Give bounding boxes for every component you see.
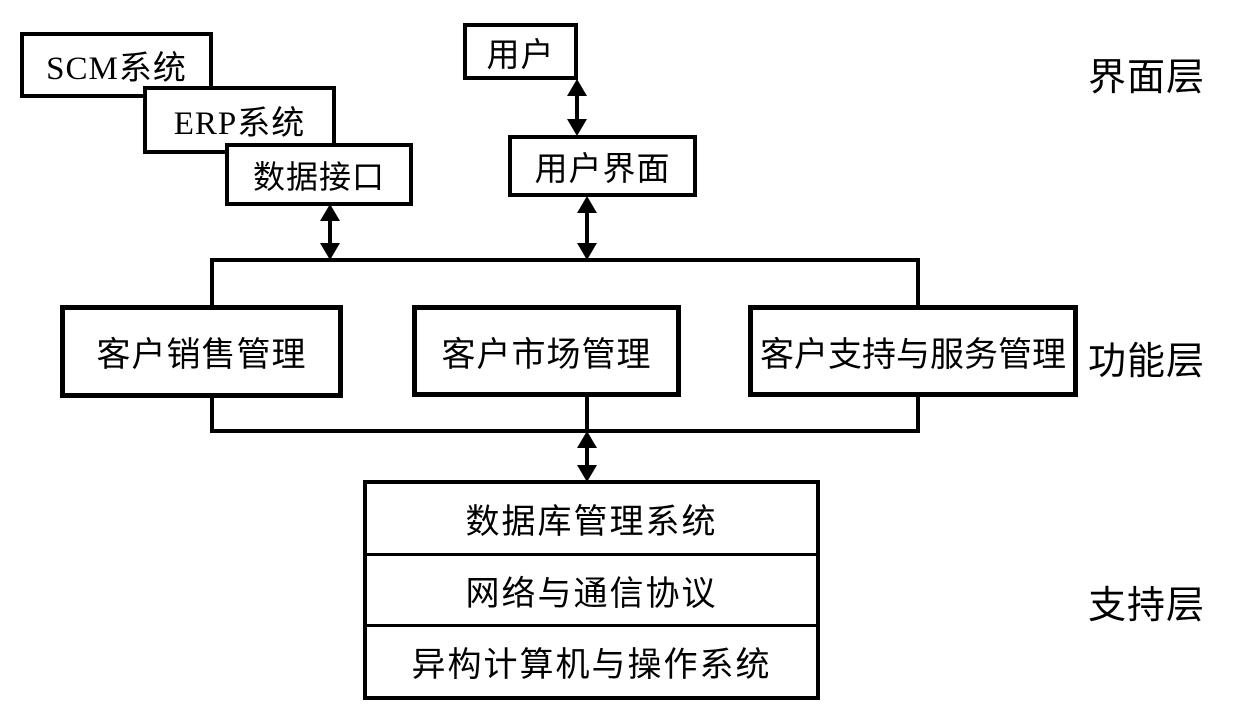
- double-arrow-user-userinterface: [566, 79, 588, 136]
- erp-system-label: ERP系统: [173, 106, 306, 142]
- double-arrow-data-interface-function: [319, 204, 341, 260]
- support-row-network: 网络与通信协议: [367, 556, 816, 628]
- arrow-down-icon: [567, 119, 587, 136]
- box-user-interface: 用户界面: [508, 135, 697, 197]
- user-interface-label: 用户界面: [534, 152, 671, 188]
- customer-market-label: 客户市场管理: [441, 336, 652, 374]
- box-customer-support-service-management: 客户支持与服务管理: [748, 305, 1078, 397]
- layer-label-function: 功能层: [1088, 341, 1206, 383]
- double-arrow-function-support: [576, 431, 598, 482]
- scm-system-label: SCM系统: [46, 51, 187, 87]
- arrow-down-icon: [320, 243, 340, 260]
- support-row-os: 异构计算机与操作系统: [367, 627, 816, 696]
- arrow-down-icon: [577, 465, 597, 482]
- connector-line-market-container: [585, 395, 589, 433]
- user-label: 用户: [486, 37, 555, 74]
- support-row-dbms: 数据库管理系统: [367, 484, 816, 556]
- box-customer-sales-management: 客户销售管理: [60, 305, 343, 398]
- customer-sales-label: 客户销售管理: [96, 337, 307, 374]
- support-layer-stack: 数据库管理系统 网络与通信协议 异构计算机与操作系统: [363, 480, 820, 700]
- layer-label-support: 支持层: [1088, 585, 1206, 627]
- customer-support-service-label: 客户支持与服务管理: [760, 336, 1066, 374]
- arrow-down-icon: [577, 243, 597, 260]
- os-label: 异构计算机与操作系统: [411, 647, 772, 685]
- double-arrow-userinterface-function: [576, 196, 598, 260]
- box-data-interface: 数据接口: [225, 143, 413, 206]
- box-scm-system: SCM系统: [20, 32, 213, 98]
- layer-label-interface: 界面层: [1088, 57, 1206, 99]
- box-customer-market-management: 客户市场管理: [412, 305, 681, 397]
- network-label: 网络与通信协议: [465, 575, 718, 613]
- box-user: 用户: [463, 23, 578, 80]
- dbms-label: 数据库管理系统: [465, 503, 718, 541]
- data-interface-label: 数据接口: [252, 158, 385, 195]
